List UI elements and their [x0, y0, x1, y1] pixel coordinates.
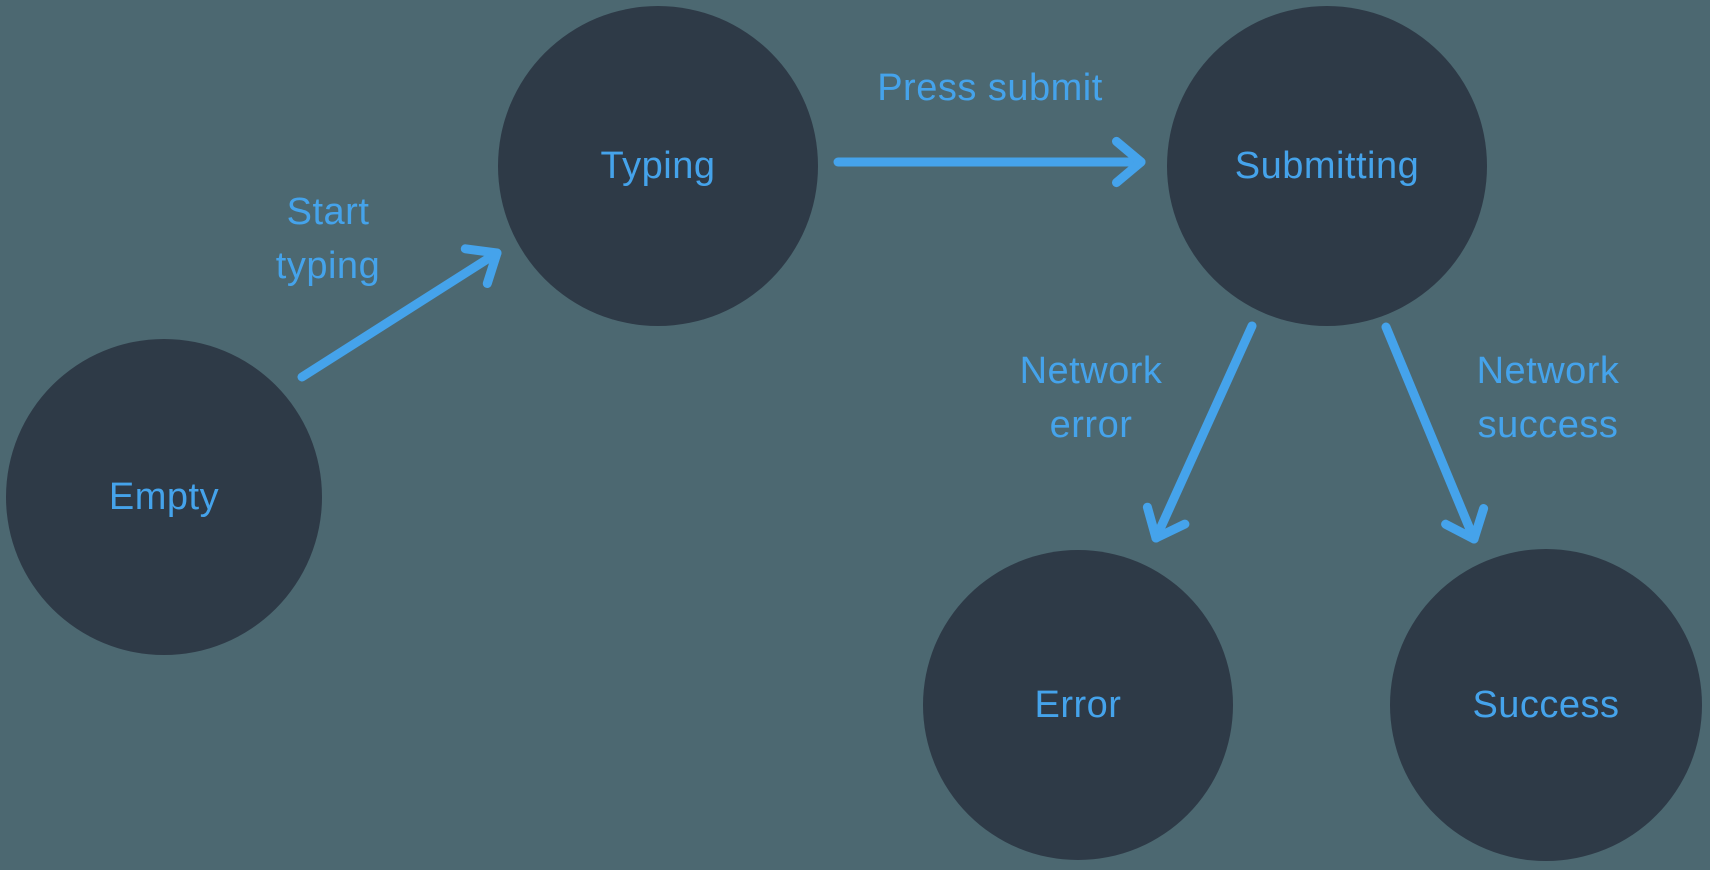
state-node-empty: Empty	[6, 339, 322, 655]
edge-label-press-submit: Press submit	[877, 67, 1103, 109]
state-node-success: Success	[1390, 549, 1702, 861]
arrowhead-press-submit	[1112, 136, 1146, 188]
state-node-submitting: Submitting	[1167, 6, 1487, 326]
arrowhead-network-success	[1441, 504, 1489, 544]
state-label-empty: Empty	[108, 475, 220, 518]
edge-label-network-success: Network success	[1476, 350, 1620, 446]
arrowhead-network-error	[1142, 502, 1190, 543]
state-node-typing: Typing	[498, 6, 818, 326]
state-node-error: Error	[923, 550, 1233, 860]
edge-label-start-typing: Start typing	[275, 191, 381, 287]
state-label-success: Success	[1472, 683, 1620, 726]
state-label-error: Error	[1034, 683, 1122, 726]
edge-label-network-error: Network error	[1019, 350, 1163, 446]
state-label-typing: Typing	[600, 144, 716, 187]
state-label-submitting: Submitting	[1234, 144, 1420, 187]
arrowhead-start-typing	[460, 244, 502, 288]
